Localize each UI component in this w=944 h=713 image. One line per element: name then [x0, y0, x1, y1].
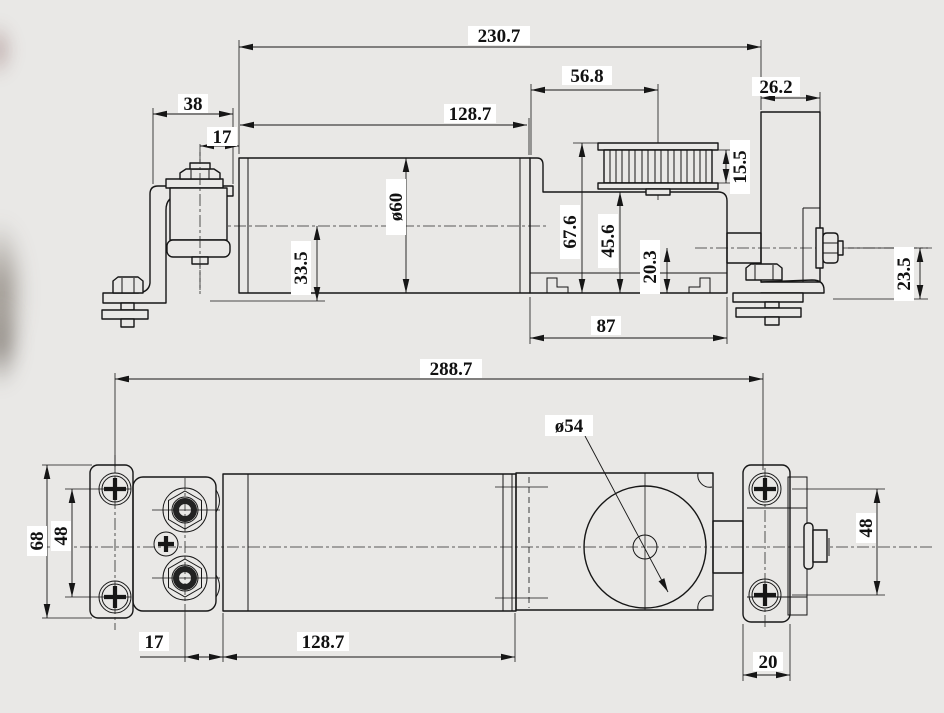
- pulley-bottom-flange: [597, 182, 719, 190]
- page-edge-shadow-3: [0, 20, 16, 80]
- dim-shaft-axis-height: 20.3: [640, 250, 661, 283]
- left-foot-bolt-shank: [120, 302, 135, 311]
- dim-pivot-overhang: 38: [184, 94, 203, 115]
- right-screw-top: [748, 472, 782, 506]
- rod-end-nut: [822, 232, 839, 264]
- right-bracket-foot: [760, 279, 825, 294]
- housing-left-foot-notch: [546, 277, 569, 293]
- left-foot-washer: [101, 309, 149, 320]
- pivot-flange: [166, 239, 231, 258]
- left-screw-bottom: [98, 580, 132, 614]
- left-screw-top: [98, 472, 132, 506]
- housing-right-foot-notch: [688, 277, 711, 293]
- pulley-top-flange: [597, 142, 719, 151]
- pulley-toothed-body: [603, 149, 713, 184]
- terminal-block: [132, 476, 220, 614]
- motor-body-plan: [222, 473, 548, 612]
- left-mount-bracket: [101, 185, 234, 328]
- page-edge-shadow: [0, 218, 26, 368]
- right-mount-bracket: [726, 111, 844, 326]
- dim-axis-to-base: 33.5: [291, 251, 312, 284]
- dim-overall-length: 230.7: [478, 26, 521, 47]
- side-view-dimensions: 230.7 56.8 26.2 38 17 128.7: [152, 26, 928, 344]
- gear-shaft-hole: [632, 534, 658, 560]
- pivot-washer: [165, 178, 224, 189]
- dim-gear-diameter: ø54: [555, 416, 584, 437]
- motor-body-side: [238, 157, 531, 294]
- dim-motor-length-plan: 128.7: [302, 632, 345, 653]
- plan-right-bracket: [712, 464, 830, 628]
- dim-left-hole-pitch: 48: [51, 527, 72, 546]
- dim-pulley-belt-width: 15.5: [730, 150, 751, 183]
- dim-motor-length-side: 128.7: [449, 104, 492, 125]
- dim-terminal-to-face: 17: [145, 632, 165, 653]
- rod-end-washer: [815, 227, 824, 269]
- plan-left-bracket: [65, 455, 134, 630]
- right-foot-bolt-head: [745, 263, 783, 281]
- dim-bracket-foot-width: 20: [759, 652, 778, 673]
- right-bracket-plate: [760, 111, 821, 283]
- side-view: 230.7 56.8 26.2 38 17 128.7: [101, 26, 932, 344]
- plan-view: 288.7 ø54 68 48 17: [27, 359, 935, 681]
- rod-end-shaft: [812, 529, 828, 563]
- terminal-center-screw: [153, 531, 179, 557]
- gearbox-housing-side: [529, 157, 728, 294]
- dim-housing-length: 87: [597, 316, 617, 337]
- dim-bracket-height: 68: [27, 532, 48, 551]
- right-foot-washer-2: [735, 307, 802, 318]
- right-screw-bottom: [748, 578, 782, 612]
- timing-pulley: [597, 142, 719, 196]
- page-edge-shadow-2: [0, 300, 22, 390]
- pulley-hub: [645, 188, 671, 196]
- left-foot-bolt-head: [112, 276, 144, 294]
- right-foot-bolt-shank: [764, 301, 780, 309]
- plan-view-dimensions: 288.7 ø54 68 48 17: [27, 359, 885, 681]
- terminal-top: [162, 487, 208, 533]
- gear-circle: [583, 485, 707, 609]
- pivot-boss: [165, 152, 231, 292]
- right-foot-washer-1: [732, 292, 804, 303]
- pulley-teeth: [609, 150, 707, 183]
- rod-end-dome: [803, 522, 814, 570]
- dim-bracket-width: 26.2: [759, 77, 792, 98]
- dim-mounting-hole-span: 288.7: [430, 359, 473, 380]
- dim-pulley-offset: 56.8: [570, 66, 603, 87]
- right-foot-bolt-tip: [764, 316, 780, 326]
- rod-end-tip: [837, 240, 844, 256]
- pivot-cylinder: [169, 187, 228, 241]
- terminal-bottom: [162, 555, 208, 601]
- dim-pulley-top-height: 67.6: [560, 215, 581, 248]
- gearbox-plan: [515, 472, 714, 611]
- dim-housing-top-height: 45.6: [598, 224, 619, 257]
- dim-right-hole-pitch: 48: [856, 519, 877, 538]
- dim-pivot-to-face: 17: [213, 127, 233, 148]
- dim-rod-end-height: 23.5: [894, 257, 915, 290]
- dim-motor-diameter: ø60: [386, 193, 407, 222]
- left-foot-bolt-tip: [120, 318, 135, 328]
